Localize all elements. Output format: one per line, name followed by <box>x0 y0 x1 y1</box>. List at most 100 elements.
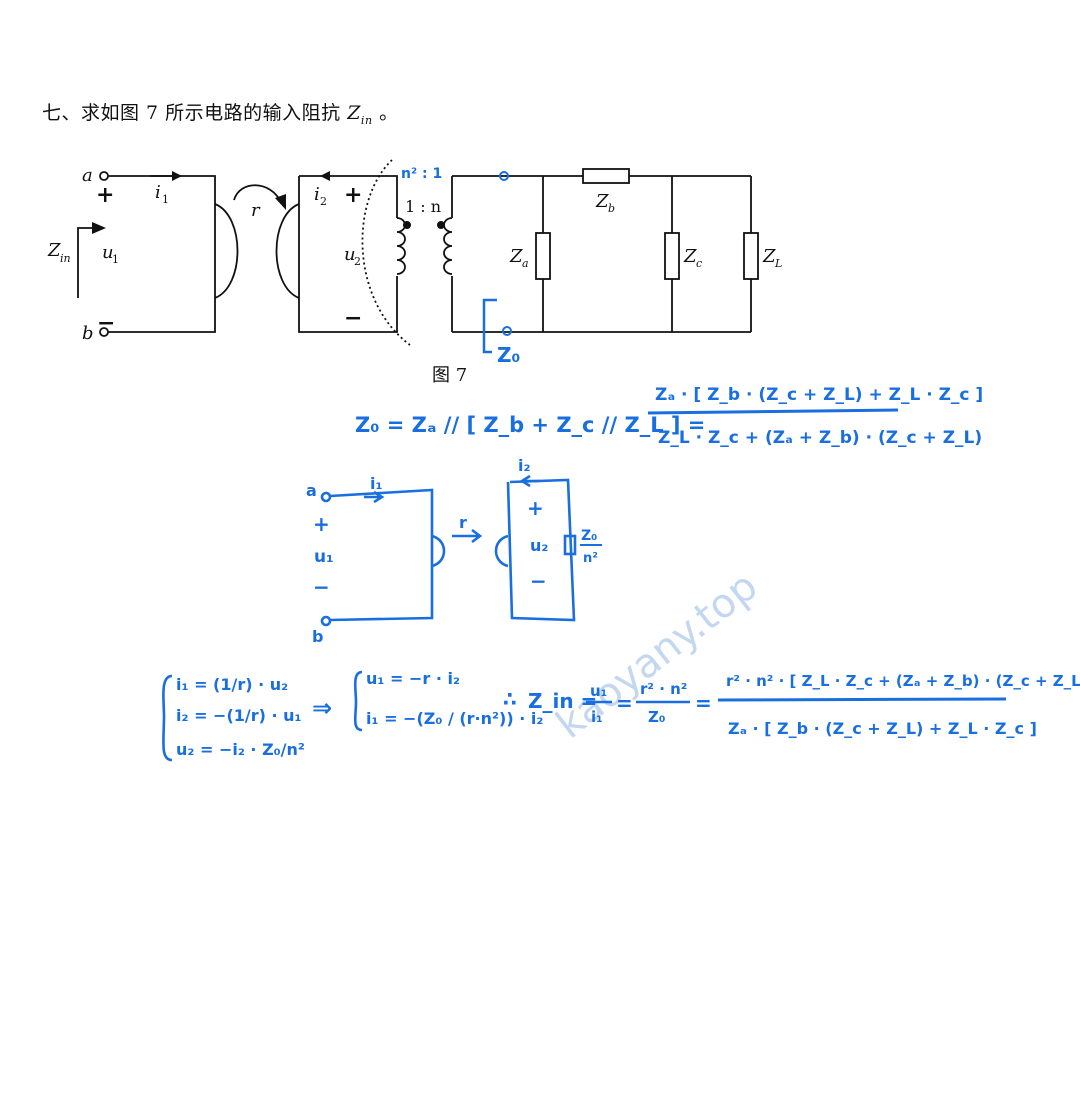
gyrator-right-winding <box>275 203 300 299</box>
zin-eq-sign-1: = <box>616 691 633 715</box>
gyrator-arrow <box>233 184 282 203</box>
zin-denominator: Zₐ · [ Z_b · (Z_c + Z_L) + Z_L · Z_c ] <box>728 719 1037 738</box>
handwritten-node-bottom <box>502 326 512 336</box>
eq-label-plus1: + <box>313 512 330 536</box>
question-symbol: Z <box>347 102 361 124</box>
therefore-sign: ∴ <box>503 687 517 711</box>
eq-gyrator-left <box>431 534 446 568</box>
zin-numerator: r² · n² · [ Z_L · Z_c + (Zₐ + Z_b) · (Z_… <box>726 672 1080 690</box>
label-i2: i <box>314 184 320 205</box>
question-text: 七、求如图 7 所示电路的输入阻抗 Zin 。 <box>42 98 399 127</box>
eq-label-minus2: − <box>530 569 547 593</box>
eq-i2-arrow <box>519 474 540 488</box>
zin-lhs: Z_in = <box>528 689 597 713</box>
label-terminal-a: a <box>82 165 93 186</box>
i1-arrow-icon <box>172 171 182 181</box>
impedance-ZL-box <box>743 232 759 280</box>
label-Zb: Z <box>595 191 609 212</box>
zin-mid-num: r² · n² <box>640 680 687 698</box>
terminal-b-node <box>99 327 109 337</box>
sys1-line-2: i₂ = −(1/r) · u₁ <box>176 706 302 725</box>
label-i2-sub: 2 <box>320 195 327 208</box>
label-minus-1: − <box>97 310 115 336</box>
equivalent-circuit <box>320 474 577 627</box>
label-minus-2: − <box>344 305 362 331</box>
label-gyrator-r: r <box>251 200 261 221</box>
sys2-line-1: u₁ = −r · i₂ <box>366 669 460 688</box>
transformer-primary-coil <box>396 217 406 275</box>
label-turns-ratio: 1 : n <box>405 197 441 216</box>
port2-bottom-wire <box>298 176 398 333</box>
label-i1: i <box>155 182 161 203</box>
gyrator-arrowhead-icon <box>275 194 286 210</box>
eq-label-minus1: − <box>313 575 330 599</box>
eq-label-load-den: n² <box>583 551 598 566</box>
dot-primary <box>403 221 411 229</box>
eq-label-load-num: Z₀ <box>581 528 597 544</box>
handwritten-ratio-note: n² : 1 <box>401 166 442 182</box>
sys1-line-1: i₁ = (1/r) · u₂ <box>176 675 288 694</box>
label-Za: Z <box>509 246 523 267</box>
label-u1-sub: 1 <box>112 253 119 266</box>
dotted-boundary <box>361 159 411 346</box>
zin-fraction-bar <box>717 697 1007 702</box>
i2-arrow-icon <box>320 171 330 181</box>
eq-node-b <box>320 615 332 627</box>
handwritten-node-top <box>499 171 509 181</box>
handwritten-z0-bracket <box>482 298 497 354</box>
sys2-line-2: i₁ = −(Z₀ / (r·n²)) · i₂ <box>366 709 543 728</box>
zin-frac-den: i₁ <box>591 708 603 726</box>
eq-left-loop <box>329 488 434 622</box>
label-u2-sub: 2 <box>354 255 361 268</box>
label-zin: Z <box>47 240 61 261</box>
label-Zc-sub: c <box>696 257 702 270</box>
label-u2: u <box>344 244 356 265</box>
zin-mid-den: Z₀ <box>648 708 665 726</box>
zin-arrow <box>77 227 96 298</box>
label-zin-sub: in <box>60 252 71 265</box>
handwritten-z0-label: Z₀ <box>497 343 520 367</box>
zin-arrowhead-icon <box>92 222 106 234</box>
eq-label-i1: i₁ <box>370 474 383 493</box>
eq-label-plus2: + <box>527 496 544 520</box>
zin-frac-num: u₁ <box>590 682 607 700</box>
label-Za-sub: a <box>522 257 529 270</box>
label-Zb-sub: b <box>608 202 615 215</box>
printed-circuit <box>77 159 759 346</box>
gyrator-left-winding <box>214 203 239 299</box>
eq-label-r: r <box>459 513 467 532</box>
implies-arrow: ⇒ <box>312 694 332 722</box>
label-i1-sub: 1 <box>162 193 169 206</box>
eq-r-arrow <box>452 528 483 544</box>
z0-numerator: Zₐ · [ Z_b · (Z_c + Z_L) + Z_L · Z_c ] <box>655 385 983 405</box>
label-ZL-sub: L <box>774 257 782 270</box>
question-subscript: in <box>360 113 373 127</box>
z0-denominator: Z_L · Z_c + (Zₐ + Z_b) · (Z_c + Z_L) <box>658 428 982 448</box>
eq-i1-arrow <box>364 490 385 504</box>
sys1-brace <box>162 674 173 762</box>
label-plus-2: + <box>344 182 362 208</box>
terminal-a-node <box>99 171 109 181</box>
eq-label-u2: u₂ <box>530 536 548 555</box>
question-suffix: 。 <box>372 102 399 124</box>
eq-right-loop <box>506 478 576 622</box>
sys1-line-3: u₂ = −i₂ · Z₀/n² <box>176 740 305 759</box>
eq-label-i2: i₂ <box>518 456 531 475</box>
transformer-secondary-coil <box>443 217 453 275</box>
impedance-Zc-box <box>664 232 680 280</box>
z0-equation-left: Z₀ = Zₐ // [ Z_b + Z_c // Z_L ] = <box>355 413 705 437</box>
dot-secondary <box>437 221 445 229</box>
label-ZL: Z <box>762 246 776 267</box>
eq-label-a: a <box>306 481 317 500</box>
z0-fraction-bar <box>647 408 899 415</box>
label-u1: u <box>102 242 114 263</box>
impedance-Zb-box <box>582 168 630 184</box>
sys2-brace <box>353 670 363 732</box>
eq-gyrator-right <box>494 534 509 568</box>
eq-label-u1: u₁ <box>314 547 334 567</box>
label-Zc: Z <box>683 246 697 267</box>
zin-eq-sign-2: = <box>695 691 712 715</box>
eq-load-box <box>563 534 577 556</box>
